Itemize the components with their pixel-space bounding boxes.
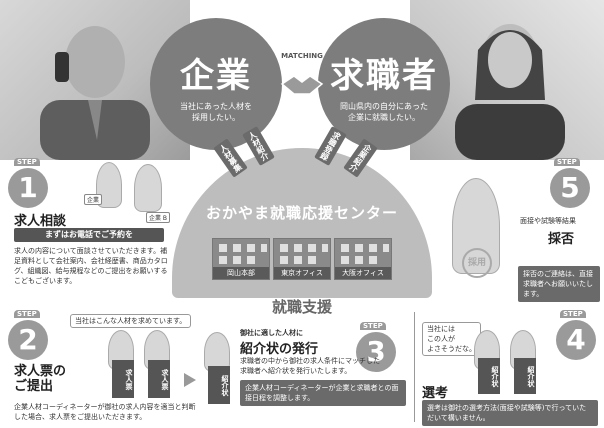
step-1-number: 1 [8, 168, 48, 208]
support-label: 就職支援 [271, 298, 332, 316]
step-3-pre: 御社に適した人材に [240, 329, 303, 337]
step-4-title: 選考 [422, 386, 449, 401]
businessman-illustration [40, 26, 150, 160]
office-osaka-label: 大阪オフィス [335, 267, 391, 279]
businesswoman-illustration [455, 24, 565, 160]
step-2-number: 2 [8, 320, 48, 360]
step-2-label: STEP [14, 310, 40, 318]
step-1-title: 求人相談 [14, 214, 67, 229]
step-5-label: STEP [554, 158, 580, 166]
office-tokyo-label: 東京オフィス [274, 267, 330, 279]
step-2-to-3-arrow-icon [184, 372, 196, 387]
step-1-text: 求人の内容について面談させていただきます。補足資料として会社案内、会社経歴書、商… [14, 247, 168, 285]
center-title: おかやま就職応援センター [205, 204, 398, 222]
step-2-text: 企業人材コーディネーターが御社の求人内容を適当と判断した場合、求人票をご提出いた… [14, 403, 196, 421]
seeker-bubble: 求職者 岡山県内の自分にあった 企業に就職したい。 [318, 18, 450, 150]
company-bubble: 企業 当社にあった人材を 採用したい。 [150, 18, 282, 150]
businesswoman-photo [410, 0, 604, 160]
company-title: 企業 [180, 56, 252, 96]
step-5-box: 採否のご連絡は、直接求職者へお願いいたします。 [518, 266, 600, 302]
step-4-label: STEP [560, 310, 586, 318]
step-4-divider [414, 312, 415, 422]
step-5-title: 採否 [548, 232, 575, 247]
step-3-label: STEP [360, 322, 386, 330]
step-4-sign-b: 紹介状 [514, 358, 536, 394]
office-okayama: 岡山本部 [212, 238, 270, 280]
step-2-speech: 当社はこんな人材を求めています。 [70, 314, 192, 328]
step-5-panel: 採用 STEP 5 面接や試験等結果 採否 採否のご連絡は、直接求職者へお願いい… [428, 158, 604, 306]
office-osaka: 大阪オフィス [334, 238, 392, 280]
staff-b-figure [134, 164, 162, 212]
office-okayama-label: 岡山本部 [213, 267, 269, 279]
step-3-number: 3 [356, 332, 396, 372]
step-1-call-bar: まずはお電話でご予約を [14, 228, 164, 242]
seeker-title: 求職者 [330, 56, 438, 96]
step-3-panel: 紹介状 御社に適した人材に 紹介状の発行 STEP 3 求職者の中から御社の求人… [200, 322, 412, 428]
step-2-sign-b: 求人票 [148, 360, 170, 398]
step-5-pre: 面接や試験等結果 [520, 217, 576, 225]
step-4-number: 4 [556, 320, 596, 360]
handshake-icon [280, 66, 324, 100]
step-4-speech: 当社には この人が よさそうだな。 [422, 322, 481, 356]
step-2-title: 求人票の ご提出 [14, 364, 67, 394]
tag-company-b: 企業 B [146, 212, 171, 223]
step-5-number: 5 [550, 168, 590, 208]
matching-label: MATCHING [281, 52, 323, 60]
step-3-box: 企業人材コーディネーターが企業と求職者との面接日程を調整します。 [240, 380, 406, 406]
tag-company-a: 企業 [84, 194, 103, 205]
company-desc: 当社にあった人材を 採用したい。 [180, 102, 252, 122]
office-tokyo: 東京オフィス [273, 238, 331, 280]
step-3-title: 紹介状の発行 [240, 342, 319, 357]
step-4-sign-a: 紹介状 [478, 358, 500, 394]
step-2-sign-a: 求人票 [112, 360, 134, 398]
step-4-panel: 当社には この人が よさそうだな。 紹介状 紹介状 STEP 4 選考 選考は御… [418, 306, 602, 428]
step-5-stamp: 採用 [462, 248, 492, 278]
step-3-text: 求職者の中から御社の求人条件にマッチした求職者へ紹介状を発行いたします。 [240, 357, 380, 375]
seeker-desc: 岡山県内の自分にあった 企業に就職したい。 [340, 102, 428, 122]
step-2-panel: STEP 2 当社はこんな人材を求めています。 求人票 求人票 求人票の ご提出… [4, 306, 200, 428]
step-3-sign: 紹介状 [208, 366, 230, 404]
step-1-panel: STEP 1 企業 企業 B 求人相談 まずはお電話でご予約を 求人の内容につい… [4, 158, 176, 306]
step-4-box: 選考は御社の選考方法(面接や試験等)で行っていただいて構いません。 [422, 400, 598, 426]
step-1-label: STEP [14, 158, 40, 166]
